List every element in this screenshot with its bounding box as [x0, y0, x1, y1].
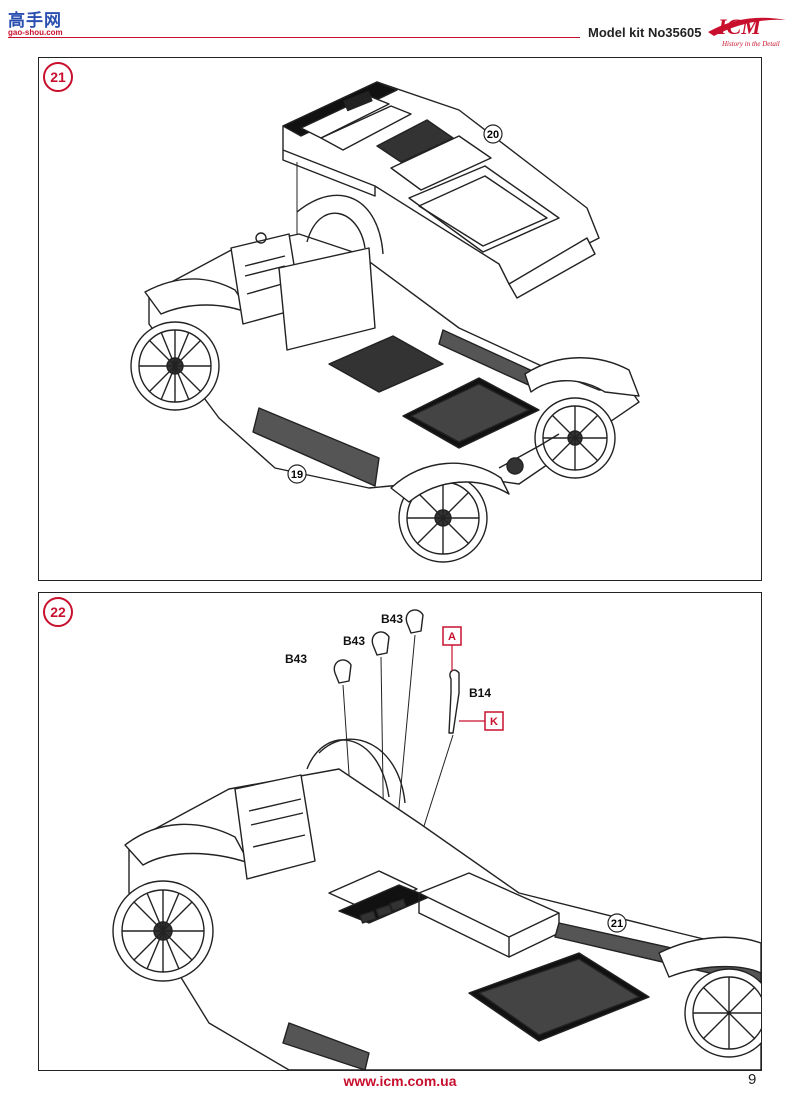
part-label-b43: B43 [343, 634, 365, 648]
footer-website-url: www.icm.com.ua [343, 1073, 457, 1089]
icm-brand-motto: History in the Detail [722, 40, 780, 48]
part-b43-2-shape [371, 631, 390, 656]
step-number-badge: 21 [43, 62, 73, 92]
part-b14-shape [448, 669, 460, 734]
site-logo-text: 高手网 [8, 11, 62, 31]
icm-logo-swoosh-icon [708, 17, 786, 36]
icm-brand-name: ICM [718, 14, 761, 39]
icm-brand-logo: ICM History in the Detail [704, 12, 788, 52]
paint-code-box [484, 711, 504, 731]
part-b43-1-shape [333, 659, 352, 684]
step-21-assembly-drawing: 20 19 [130, 81, 640, 563]
model-kit-number: Model kit No35605 [588, 25, 702, 40]
part-label-b43: B43 [285, 652, 307, 666]
part-b43-3-shape [405, 609, 424, 634]
step-number-badge: 22 [43, 597, 73, 627]
site-logo-url: gao-shou.com [8, 28, 63, 37]
step-22-assembly-drawing: B43 B43 B43 B14 A K 21 [112, 609, 761, 1070]
step-22-panel: 22 [38, 592, 762, 1071]
site-watermark-logo: 高手网 gao-shou.com [8, 6, 72, 37]
callout-20: 20 [487, 129, 499, 141]
paint-code-box [442, 626, 462, 646]
paint-code-k: K [490, 716, 498, 728]
callout-19: 19 [291, 469, 303, 481]
page-number: 9 [748, 1071, 757, 1088]
part-label-b14: B14 [469, 686, 491, 700]
part-label-b43: B43 [381, 612, 403, 626]
paint-code-a: A [448, 631, 456, 643]
step-21-panel: 21 [38, 57, 762, 581]
header-divider [8, 37, 580, 38]
callout-21: 21 [611, 918, 623, 930]
